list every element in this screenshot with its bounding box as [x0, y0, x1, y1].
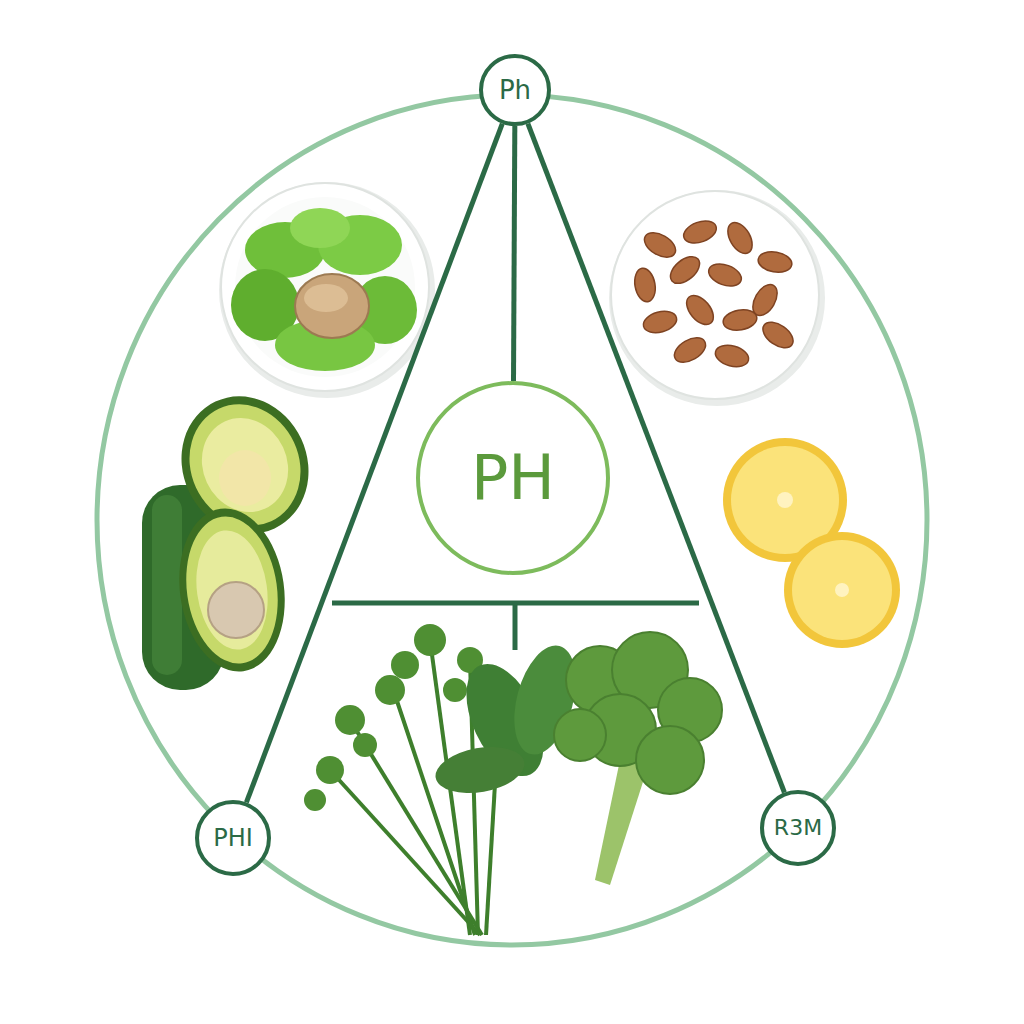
almond: [723, 218, 757, 257]
node-label-group: R3M: [774, 817, 822, 839]
avocado-pit-hollow: [219, 450, 271, 506]
almonds: [632, 217, 797, 370]
bowl-shadow: [219, 182, 435, 398]
broccoli-head: [554, 632, 722, 794]
herb-leaf: [304, 789, 326, 811]
almond: [757, 249, 794, 275]
node-label: R3M: [774, 817, 822, 839]
avocado-cucumber: [142, 375, 331, 690]
almond: [670, 333, 709, 367]
almond: [632, 267, 658, 304]
nutmeg-highlight: [304, 284, 348, 312]
lemon-core: [835, 583, 849, 597]
almond-bowl: [609, 190, 825, 406]
triangle-connector: [514, 126, 515, 381]
almond: [681, 217, 720, 247]
node-label-group: PHI: [213, 826, 253, 850]
circle-shape: [197, 802, 269, 874]
almond: [666, 251, 705, 288]
avocado-flesh: [189, 526, 275, 655]
herb-leaf: [375, 675, 405, 705]
lemon-flesh: [792, 540, 892, 640]
bowl-shadow: [609, 190, 825, 406]
herb-leaf: [443, 678, 467, 702]
corner-circle: R3M: [760, 790, 836, 866]
corner-circle: PHI: [195, 800, 271, 876]
herb-leaf: [414, 624, 446, 656]
herb-leaf: [391, 651, 419, 679]
divider-line: [513, 603, 518, 650]
circle-shape: [481, 56, 549, 124]
avocado-flesh: [187, 404, 304, 527]
avocado-pit: [208, 582, 264, 638]
node-label: Ph: [499, 77, 531, 103]
almond: [681, 291, 718, 330]
herb-stem: [330, 770, 480, 935]
node-label-group: Ph: [499, 77, 531, 103]
node-label-group: PH: [471, 447, 555, 509]
lemon-rind: [784, 532, 900, 648]
circle-shape: [762, 792, 834, 864]
avocado-flesh: [177, 510, 287, 669]
lemons: [723, 438, 900, 648]
node-label: PHI: [213, 826, 253, 850]
lettuce-bowl: [219, 182, 435, 398]
greens-broccoli: [304, 624, 722, 935]
center-circle: PH: [416, 381, 610, 575]
almond: [640, 228, 679, 262]
bowl: [611, 191, 819, 399]
herb-leaf: [335, 705, 365, 735]
cucumber-highlight: [152, 495, 182, 675]
spinach-leaf: [432, 741, 528, 800]
broccoli-floret: [636, 726, 704, 794]
outer-ring: [97, 95, 927, 945]
bowl: [221, 183, 429, 391]
almond: [758, 317, 797, 353]
node-label: PH: [471, 447, 555, 509]
circle-shape: [418, 383, 608, 573]
nutmeg: [295, 274, 369, 338]
almond: [713, 342, 751, 370]
herb-leaf: [316, 756, 344, 784]
lettuce-leaf: [290, 208, 350, 248]
lemon-core: [777, 492, 793, 508]
broccoli-floret: [554, 709, 606, 761]
almond: [706, 260, 745, 290]
almond: [641, 308, 679, 336]
top-circle: Ph: [479, 54, 551, 126]
avocado-skin: [169, 502, 295, 679]
herb-leaf: [353, 733, 377, 757]
almond: [722, 307, 759, 333]
